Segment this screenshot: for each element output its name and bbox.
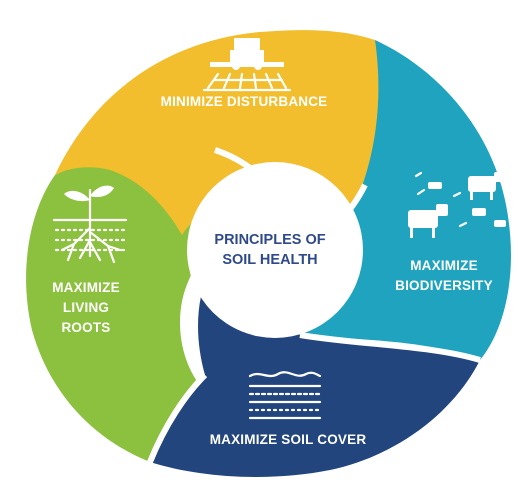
label-biodiversity-line1: MAXIMIZE [410, 258, 478, 273]
soil-layers-icon [248, 371, 322, 420]
center-title-line1: PRINCIPLES OF [214, 232, 325, 248]
label-living-roots-line3: ROOTS [61, 320, 110, 335]
plant-roots-icon [52, 185, 128, 264]
center-title-line2: SOIL HEALTH [222, 252, 317, 268]
livestock-icon [408, 171, 506, 238]
label-minimize-disturbance: MINIMIZE DISTURBANCE [161, 94, 328, 109]
label-living-roots-line1: MAXIMIZE [52, 280, 120, 295]
tractor-field-icon [202, 38, 292, 92]
label-biodiversity-line2: BIODIVERSITY [395, 278, 493, 293]
label-maximize-soil-cover: MAXIMIZE SOIL COVER [210, 432, 367, 447]
label-living-roots-line2: LIVING [63, 300, 109, 315]
center-disc [187, 162, 363, 338]
